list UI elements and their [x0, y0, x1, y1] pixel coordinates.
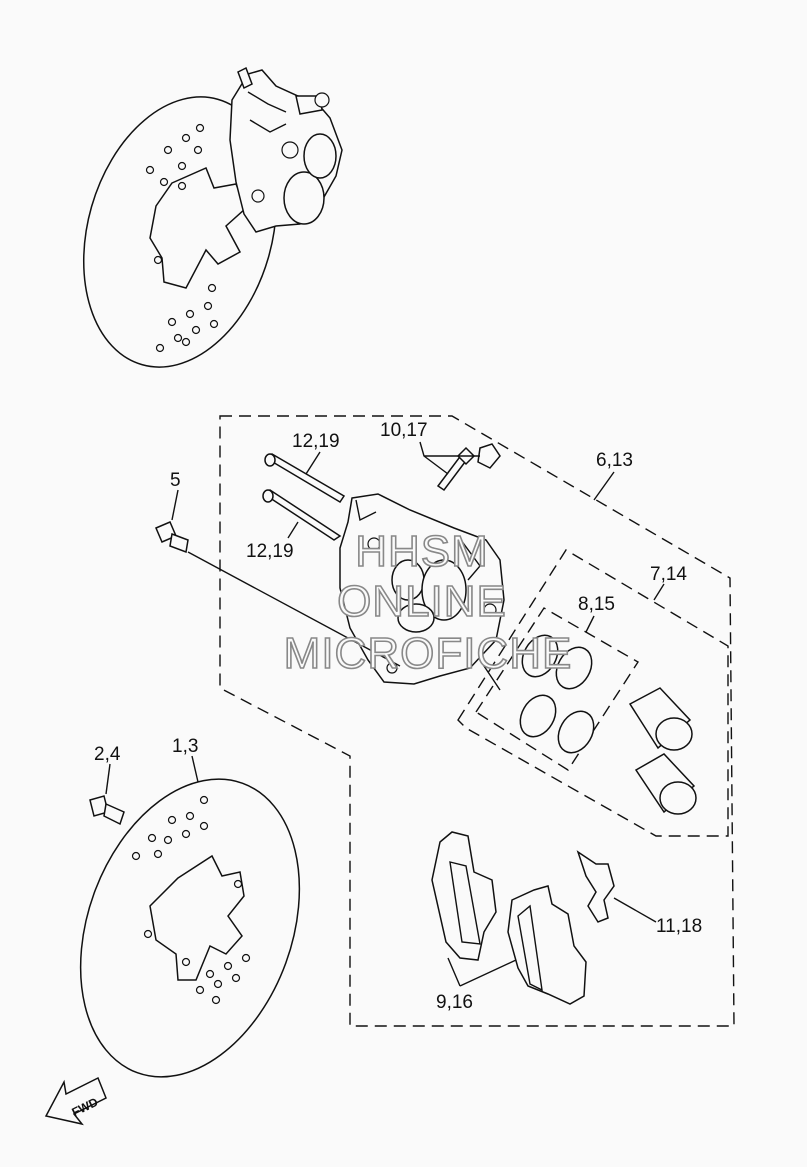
callout-5: 5	[170, 470, 181, 491]
watermark-line-3: MICROFICHE	[284, 629, 573, 678]
disc-bolt	[89, 795, 125, 826]
piston-seal-kit-group-box	[457, 549, 729, 837]
leader-lines	[105, 441, 665, 987]
seal-kit-group-box	[475, 607, 639, 771]
callout-10-17: 10,17	[380, 420, 428, 441]
brake-disc	[79, 778, 301, 1078]
watermark: HHSM ONLINE MICROFICHE	[283, 526, 573, 679]
piston-seals	[519, 634, 595, 754]
caliper-body	[339, 493, 505, 685]
callout-8-15: 8,15	[578, 594, 615, 615]
callout-1-3: 1,3	[172, 736, 198, 757]
callout-7-14: 7,14	[650, 564, 687, 585]
callout-6-13: 6,13	[596, 450, 633, 471]
watermark-line-2: ONLINE	[337, 577, 507, 626]
callout-12-19-lower: 12,19	[246, 541, 294, 562]
watermark-line-1: HHSM	[355, 527, 489, 576]
bleed-screw	[436, 443, 501, 492]
callout-9-16: 9,16	[436, 992, 473, 1013]
caliper-assembly-group-box	[219, 415, 735, 1027]
pad-spring	[576, 850, 615, 923]
caliper-pin-upper	[264, 453, 346, 504]
brake-pads	[431, 831, 587, 1005]
caliper-pin-lower	[262, 489, 342, 541]
forward-direction-arrow: FWD	[44, 1076, 107, 1126]
caliper-pistons	[628, 687, 697, 815]
callout-2-4: 2,4	[94, 744, 121, 765]
callout-12-19-upper: 12,19	[292, 431, 340, 452]
caliper-bolt	[155, 521, 189, 554]
assembled-brake-view	[82, 66, 343, 368]
callout-11-18: 11,18	[656, 916, 702, 937]
